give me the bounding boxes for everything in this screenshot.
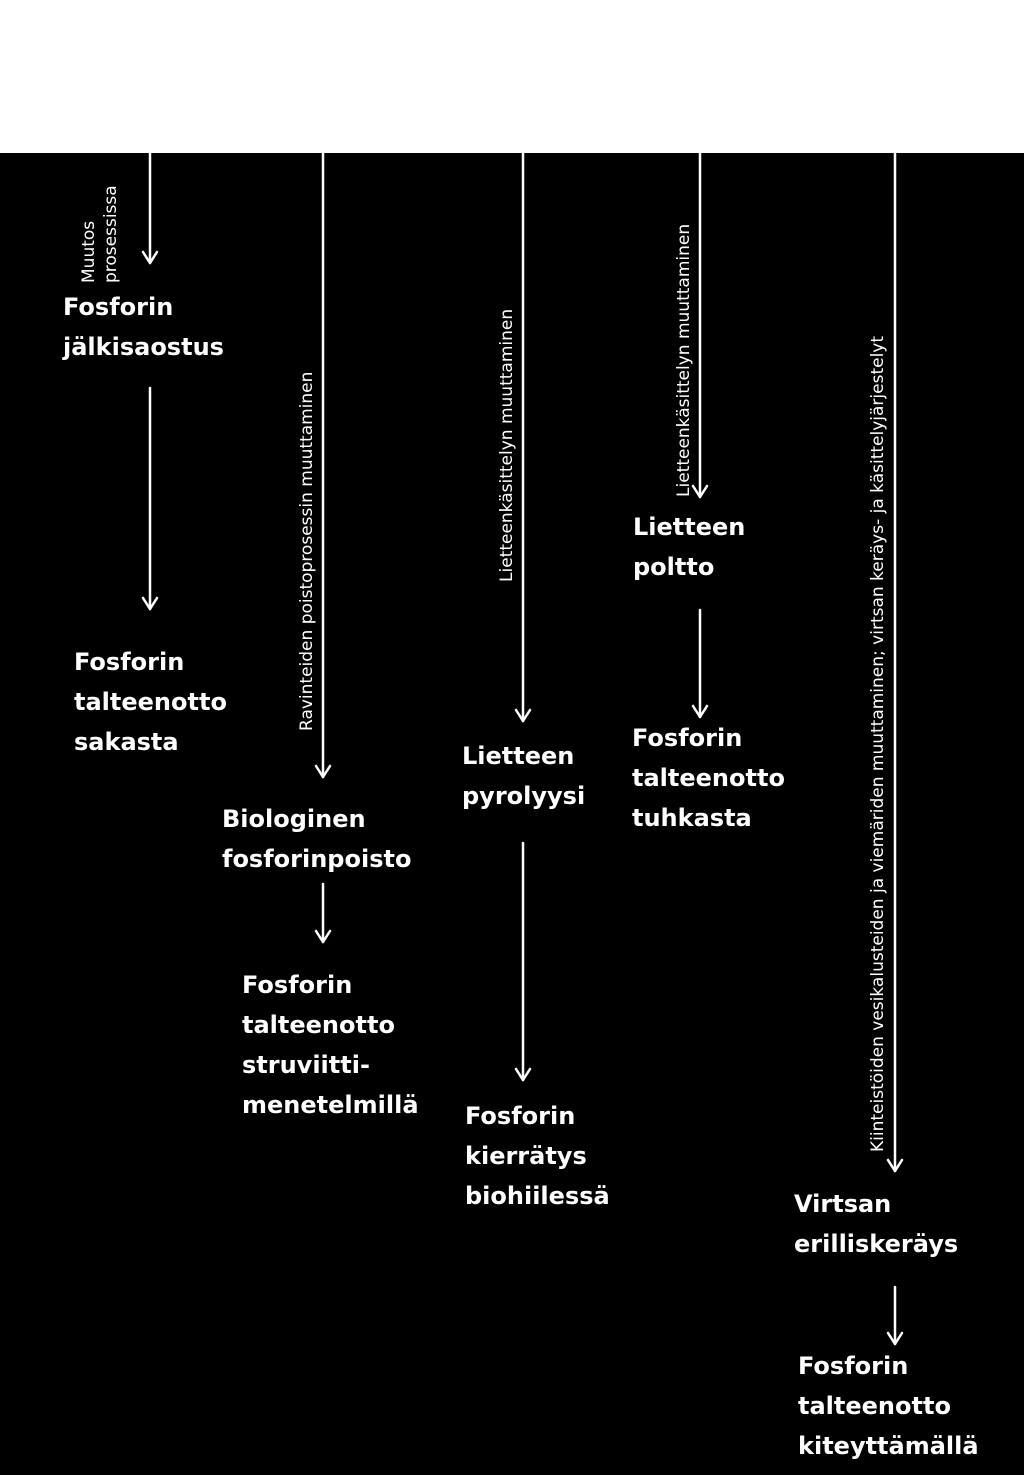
header-band bbox=[0, 0, 1024, 153]
node-talteenotto-tuhkasta: Fosforin talteenotto tuhkasta bbox=[632, 724, 785, 832]
node-virtsa: Virtsan erilliskeräys bbox=[794, 1190, 959, 1258]
edge-label-ravinteiden: Ravinteiden poistoprosessin muuttaminen bbox=[297, 371, 317, 731]
arrow-liete-poltto bbox=[691, 151, 709, 499]
node-biologinen: Biologinen fosforinpoisto bbox=[222, 805, 412, 873]
node-talteenotto-kiteyttamalla: Fosforin talteenotto kiteyttämällä bbox=[798, 1352, 979, 1460]
arrow-muutos bbox=[141, 151, 159, 265]
edge-label-liete-poltto: Lietteenkäsittelyn muuttaminen bbox=[674, 223, 694, 497]
edge-label-liete-pyrolyysi: Lietteenkäsittelyn muuttaminen bbox=[497, 308, 517, 582]
node-pyrolyysi: Lietteen pyrolyysi bbox=[462, 742, 586, 810]
arrow-virtsa bbox=[886, 151, 904, 1173]
arrow-biologinen-to-struviitti bbox=[314, 882, 332, 944]
node-talteenotto-struviitti: Fosforin talteenotto struviitti- menetel… bbox=[242, 971, 419, 1119]
arrow-liete-pyrolyysi bbox=[514, 151, 532, 723]
arrow-virtsa-to-kiteyttamalla bbox=[886, 1285, 904, 1346]
arrow-poltto-to-tuhkasta bbox=[691, 608, 709, 719]
edge-label-virtsa: Kiinteistöiden vesikalusteiden ja viemär… bbox=[868, 335, 888, 1152]
edge-label-muutos: Muutos prosessissa bbox=[78, 185, 122, 283]
diagram-background bbox=[0, 153, 1024, 1475]
node-kierratys-biohiili: Fosforin kierrätys biohiilessä bbox=[465, 1102, 610, 1210]
edge-label-muutos-line1: Muutos bbox=[79, 220, 99, 283]
arrow-jalkisaostus-to-sakasta bbox=[141, 386, 159, 611]
arrow-pyrolyysi-to-biohiili bbox=[514, 841, 532, 1082]
node-talteenotto-sakasta: Fosforin talteenotto sakasta bbox=[74, 648, 227, 756]
node-jalkisaostus: Fosforin jälkisaostus bbox=[63, 293, 224, 361]
edge-label-muutos-line2: prosessissa bbox=[101, 185, 121, 283]
arrow-ravinteiden bbox=[314, 151, 332, 779]
node-poltto: Lietteen poltto bbox=[633, 513, 746, 581]
